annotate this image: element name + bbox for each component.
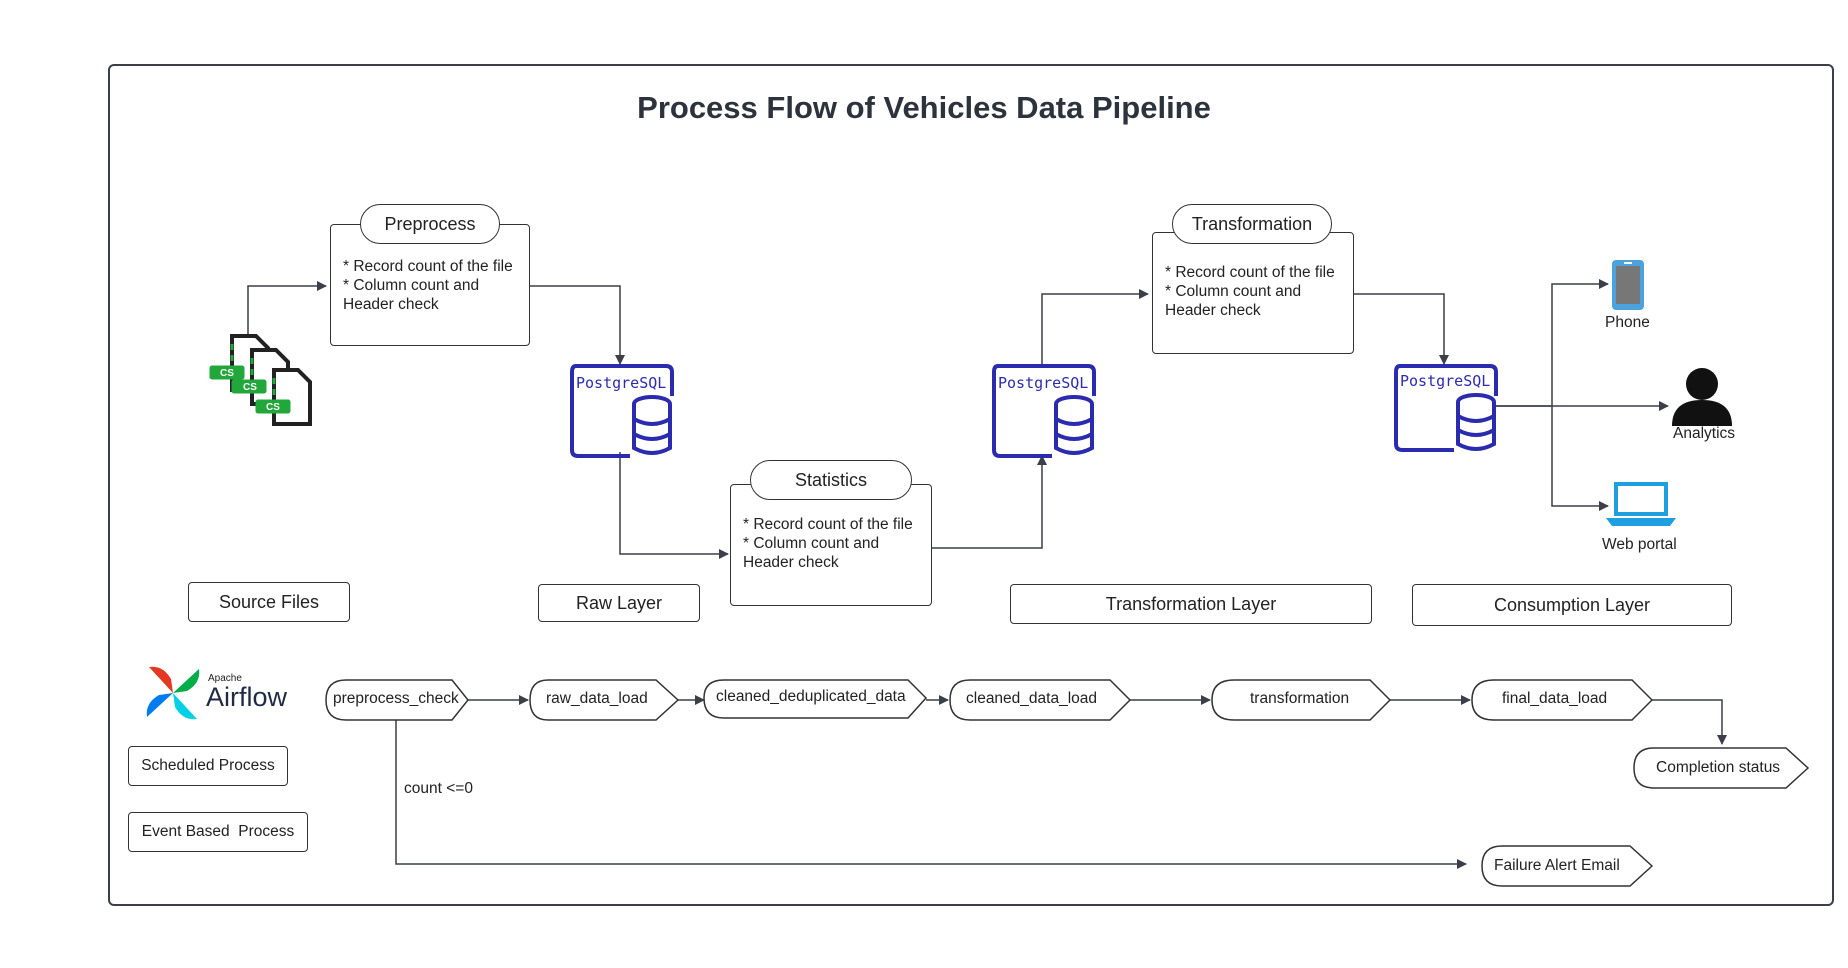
csv-files-icon: CS CS CS (209, 334, 312, 426)
airflow-apache-text: Apache (208, 673, 242, 684)
layer-transformation: Transformation Layer (1010, 584, 1372, 624)
connector-final-to-completion (1652, 699, 1727, 745)
connector-transformation-to-consumption-db (1354, 293, 1449, 365)
csv-badge-label: CS (243, 382, 257, 393)
task-shape-cleaned-deduplicated (703, 679, 928, 719)
preprocess-pill: Preprocess (360, 204, 500, 244)
csv-badge-label: CS (220, 368, 234, 379)
airflow-logo-icon (146, 666, 200, 720)
task-shape-raw-data-load (529, 679, 680, 721)
preprocess-line-1: * Record count of the file (343, 258, 513, 275)
postgres-label: PostgreSQL (576, 374, 666, 392)
task-failure-alert-email: Failure Alert Email (1494, 857, 1620, 874)
task-preprocess-check: preprocess_check (333, 690, 459, 707)
postgres-icon-raw: PostgreSQL (570, 364, 674, 458)
csv-badge-label: CS (266, 402, 280, 413)
connector-check-to-failure (395, 720, 1467, 869)
phone-label: Phone (1605, 314, 1650, 331)
transformation-line-2: * Column count and (1165, 283, 1302, 300)
legend-scheduled-process: Scheduled Process (128, 746, 288, 786)
layer-source-files: Source Files (188, 582, 350, 622)
diagram-title: Process Flow of Vehicles Data Pipeline (637, 90, 1211, 125)
user-icon (1672, 368, 1732, 426)
connector-consumption-to-webportal (1551, 406, 1609, 511)
task-shape-completion-status (1633, 747, 1810, 789)
airflow-name-text: Airflow (206, 682, 288, 712)
postgres-label: PostgreSQL (1400, 372, 1490, 390)
preprocess-line-3: Header check (343, 296, 439, 313)
postgres-icon-transformation: PostgreSQL (992, 364, 1096, 458)
statistics-line-2: * Column count and (743, 535, 880, 552)
postgres-icon-consumption: PostgreSQL (1394, 364, 1498, 452)
preprocess-line-2: * Column count and (343, 277, 480, 294)
task-transformation: transformation (1250, 690, 1350, 707)
task-shape-transformation (1211, 679, 1392, 721)
legend-event-based-process: Event Based Process (128, 812, 308, 852)
connector-statistics-to-transform-db (932, 455, 1047, 549)
connector-preprocess-to-raw (528, 285, 625, 365)
layer-raw: Raw Layer (538, 584, 700, 622)
layer-consumption: Consumption Layer (1412, 584, 1732, 626)
transformation-note: * Record count of the file * Column coun… (1152, 232, 1354, 354)
task-final-data-load: final_data_load (1502, 690, 1608, 707)
task-cleaned-deduplicated-data: cleaned_deduplicated_data (716, 688, 906, 705)
phone-icon (1612, 260, 1644, 310)
task-shape-preprocess-check (325, 679, 469, 721)
connector-source-to-preprocess (247, 281, 327, 350)
task-completion-status: Completion status (1656, 759, 1781, 776)
transformation-line-1: * Record count of the file (1165, 264, 1335, 281)
statistics-line-3: Header check (743, 554, 839, 571)
top-flow-connectors (247, 279, 1669, 559)
statistics-line-1: * Record count of the file (743, 516, 913, 533)
transformation-line-3: Header check (1165, 302, 1261, 319)
laptop-icon (1606, 482, 1676, 526)
statistics-note: * Record count of the file * Column coun… (730, 484, 932, 606)
task-cleaned-data-load: cleaned_data_load (966, 690, 1098, 707)
postgres-label: PostgreSQL (998, 374, 1088, 392)
statistics-pill: Statistics (750, 460, 912, 500)
task-shape-cleaned-data-load (949, 679, 1132, 721)
webportal-label: Web portal (1602, 536, 1677, 553)
bottom-flow-connectors (395, 695, 1727, 869)
diagram-frame (108, 64, 1834, 906)
transformation-pill: Transformation (1172, 204, 1332, 244)
connector-transform-db-to-transformation (1041, 289, 1149, 364)
condition-label: count <=0 (404, 780, 473, 797)
analytics-label: Analytics (1673, 425, 1736, 442)
task-shape-final-data-load (1471, 679, 1654, 721)
preprocess-note: * Record count of the file * Column coun… (330, 224, 530, 346)
task-shape-failure-alert (1481, 845, 1654, 887)
task-raw-data-load: raw_data_load (546, 690, 648, 707)
connector-raw-to-statistics (619, 452, 729, 559)
